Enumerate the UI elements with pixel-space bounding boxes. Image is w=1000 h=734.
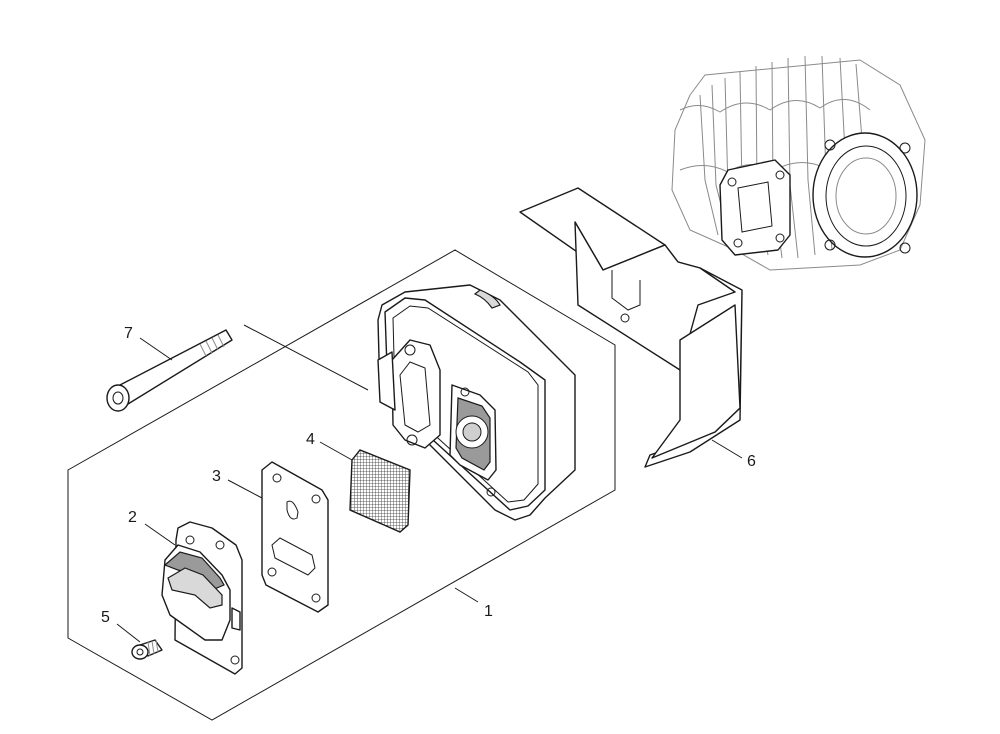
heat-shield	[519, 187, 743, 468]
callout-6: 6	[747, 453, 756, 470]
callout-4: 4	[306, 431, 315, 448]
spark-arrester-screen	[349, 449, 411, 533]
long-bolt	[106, 329, 233, 412]
callout-1: 1	[484, 603, 493, 620]
gasket	[261, 461, 329, 613]
callout-2: 2	[128, 509, 137, 526]
leader-line-4	[319, 441, 353, 461]
muffler-body	[377, 284, 576, 521]
leader-line-3	[227, 479, 263, 499]
screw	[131, 639, 163, 660]
leader-line-5	[116, 623, 141, 643]
callout-3: 3	[212, 468, 221, 485]
bolt-axis-line	[243, 324, 369, 391]
leader-line-1	[454, 587, 479, 603]
leader-line-2	[144, 523, 176, 546]
callout-5: 5	[101, 609, 110, 626]
leader-line-6	[711, 439, 743, 459]
muffler-cover	[161, 521, 243, 675]
assembly-group-frame	[67, 249, 616, 721]
cylinder	[671, 55, 926, 271]
callout-7: 7	[124, 325, 133, 342]
leader-line-7	[139, 337, 173, 361]
